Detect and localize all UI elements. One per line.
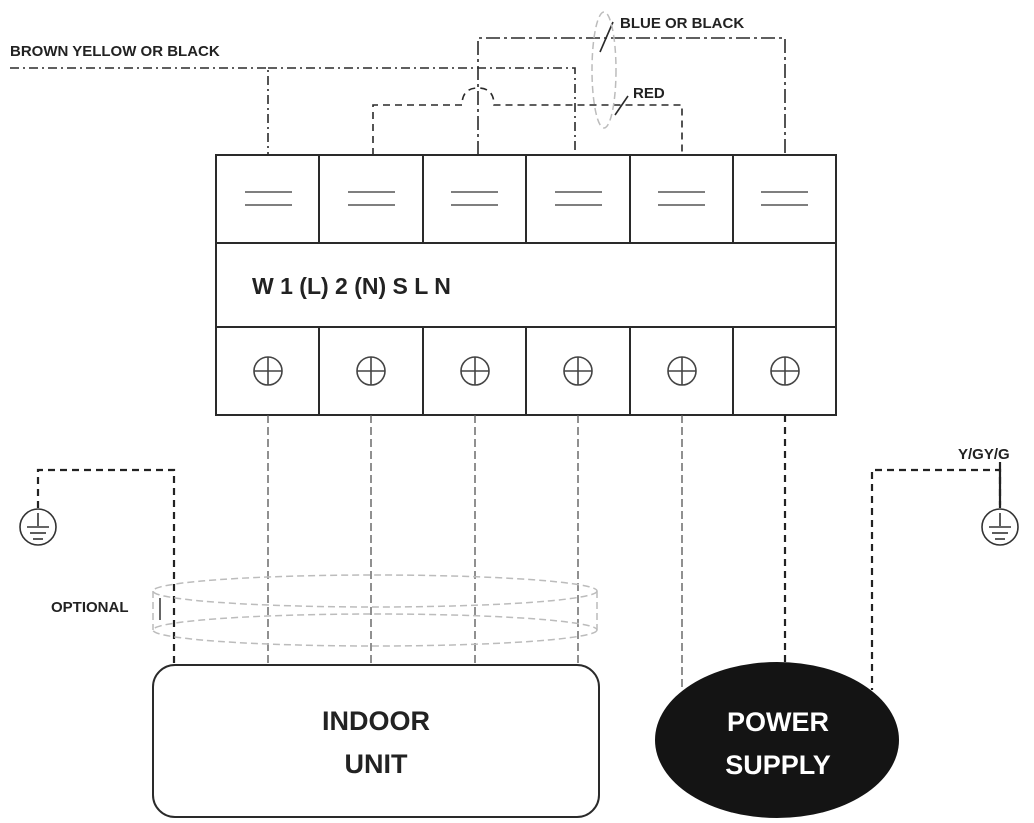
wire-to-terminal-s [268,67,576,155]
power-wires [681,415,787,690]
leader-blue-or-black [599,21,614,53]
label-red: RED [633,85,665,102]
indoor-wires [267,415,579,665]
wire-ground-right [870,468,1002,690]
label-blue-or-black: BLUE OR BLACK [620,15,744,32]
wire-ground-left [36,468,176,665]
clamp-terminal-icon [245,191,808,206]
leader-red [614,95,629,116]
indoor-unit-label-line1: INDOOR [322,706,430,736]
power-supply-label-line2: SUPPLY [725,750,831,780]
optional-shield [152,574,598,647]
wire-brown-yellow-black [10,67,269,155]
power-supply-ellipse [655,662,899,818]
top-wire-clip [591,11,617,129]
terminal-label: W 1 (L) 2 (N) S L N [252,273,451,299]
indoor-unit-label-line2: UNIT [345,749,408,779]
ground-icon [19,508,57,546]
indoor-unit-box [152,664,600,818]
power-supply-label-line1: POWER [727,707,829,737]
terminal-block [215,154,837,416]
ground-icon [981,508,1019,546]
screw-terminal-icon [253,356,800,386]
label-brown-yellow-black: BROWN YELLOW OR BLACK [10,43,220,60]
label-y-gy-g: Y/GY/G [958,446,1010,463]
label-optional: OPTIONAL [51,599,129,616]
wire-blue-or-black [477,37,786,155]
